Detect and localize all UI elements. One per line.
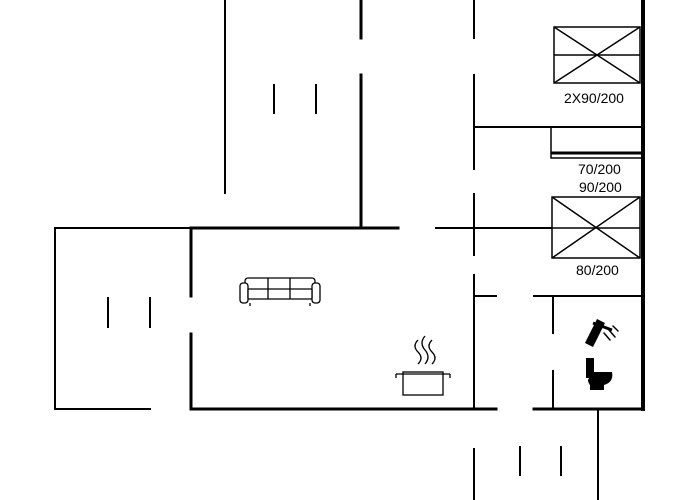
bunk-lower-label: 90/200 [579, 179, 622, 195]
walls [54, 0, 645, 500]
double-bed [553, 26, 641, 84]
double-bed-label: 2X90/200 [564, 90, 624, 106]
bunk-upper-label: 70/200 [578, 161, 621, 177]
bunk-bed [550, 126, 644, 159]
toilet-icon [586, 358, 613, 390]
window-marks [107, 84, 562, 476]
single-bed-label: 80/200 [576, 262, 619, 278]
shower-icon [585, 319, 619, 347]
cooking-pot-icon [395, 335, 451, 396]
sofa-icon [239, 277, 321, 306]
single-bed [551, 196, 641, 259]
